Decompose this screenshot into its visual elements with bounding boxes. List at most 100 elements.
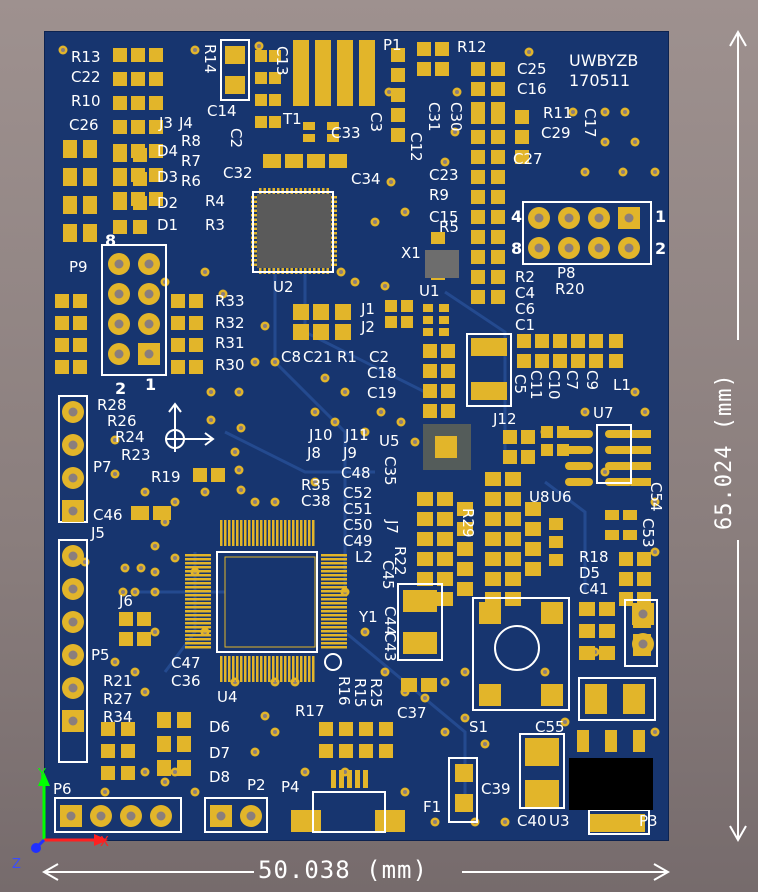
label-d8: D8 [209, 768, 230, 786]
label-c26: C26 [69, 116, 99, 134]
label-r1: R1 [337, 348, 357, 366]
label-j5: J5 [90, 524, 105, 542]
board-width-dimension: 50.038 (mm) [258, 856, 428, 884]
label-p3: P3 [639, 812, 658, 830]
origin-crosshair [165, 402, 215, 452]
label-r31: R31 [215, 334, 245, 352]
label-c6: C6 [515, 300, 535, 318]
label-d4: D4 [157, 142, 178, 160]
label-c39: C39 [481, 780, 511, 798]
c41-outline [624, 599, 658, 667]
x1-crystal-body [425, 250, 459, 278]
label-c47: C47 [171, 654, 201, 672]
label-r27: R27 [103, 690, 133, 708]
label-r5: R5 [439, 218, 459, 236]
pin-mark-p9_2: 2 [115, 379, 126, 398]
label-p2: P2 [247, 776, 266, 794]
label-y1: Y1 [358, 608, 378, 626]
label-c8: C8 [281, 348, 301, 366]
label-j8: J8 [306, 444, 321, 462]
p5-header-outline [58, 539, 88, 763]
s1-outline [472, 597, 570, 711]
label-u4: U4 [217, 688, 238, 706]
p2-header-outline [204, 797, 268, 833]
u3-regulator-body [569, 758, 653, 810]
label-r32: R32 [215, 314, 245, 332]
label-u6: U6 [551, 488, 572, 506]
f1-outline [448, 757, 478, 823]
label-r26: R26 [107, 412, 137, 430]
label-r14-rotated: R14 [201, 44, 219, 74]
label-c36: C36 [171, 672, 201, 690]
label-c48: C48 [341, 464, 371, 482]
label-c37: C37 [397, 704, 427, 722]
label-j10: J10 [308, 426, 333, 444]
label-r21: R21 [103, 672, 133, 690]
label-u7: U7 [593, 404, 614, 422]
pin-mark-p8_2: 2 [655, 239, 666, 258]
label-c25: C25 [517, 60, 547, 78]
label-c9-rotated: C9 [583, 370, 601, 390]
label-r23: R23 [121, 446, 151, 464]
label-r2: R2 [515, 268, 535, 286]
label-r16-rotated: R16 [335, 676, 353, 706]
label-c46: C46 [93, 506, 123, 524]
label-r10: R10 [71, 92, 101, 110]
u4-outline [216, 551, 318, 653]
label-r13: R13 [71, 48, 101, 66]
label-r18: R18 [579, 548, 609, 566]
label-c30-rotated: C30 [447, 102, 465, 132]
label-r17: R17 [295, 702, 325, 720]
label-r24: R24 [115, 428, 145, 446]
label-u2: U2 [273, 278, 294, 296]
label-c33: C33 [331, 124, 361, 142]
label-c52: C52 [343, 484, 373, 502]
p8-header-outline [522, 201, 652, 265]
label-c10-rotated: C10 [545, 370, 563, 400]
pin-mark-p9_8: 8 [105, 231, 116, 250]
label-s1: S1 [469, 718, 488, 736]
axis-y-label: Y [37, 767, 46, 782]
label-r35: R35 [301, 476, 331, 494]
label-c55: C55 [535, 718, 565, 736]
through-hole-pads [60, 207, 654, 827]
label-r12: R12 [457, 38, 487, 56]
label-c51: C51 [343, 500, 373, 518]
c42-outline [578, 677, 656, 721]
label-l2: L2 [355, 548, 373, 566]
axis-indicator [31, 772, 108, 853]
label-p6: P6 [53, 780, 72, 798]
label-c11-rotated: C11 [527, 370, 545, 400]
label-r34: R34 [103, 708, 133, 726]
label-r6: R6 [181, 172, 201, 190]
label-c13-rotated: C13 [273, 46, 291, 76]
label-c15: C15 [429, 208, 459, 226]
label-c4: C4 [515, 284, 535, 302]
pin-mark-p8_1: 1 [655, 207, 666, 226]
label-c41: C41 [579, 580, 609, 598]
label-r4: R4 [205, 192, 225, 210]
label-j12: J12 [492, 410, 517, 428]
label-r25-rotated: R25 [367, 678, 385, 708]
label-d2: D2 [157, 194, 178, 212]
label-j4: J4 [178, 114, 193, 132]
label-p1: P1 [383, 36, 402, 54]
label-c19: C19 [367, 384, 397, 402]
c5-outline [466, 333, 512, 407]
u4-pin1-marker [324, 653, 342, 671]
label-c27: C27 [513, 150, 543, 168]
label-c32: C32 [223, 164, 253, 182]
label-j6: J6 [118, 592, 133, 610]
label-c54-rotated: C54 [647, 482, 665, 512]
r14-outline [220, 39, 250, 101]
label-r33: R33 [215, 292, 245, 310]
axis-z-label: Z [12, 857, 21, 872]
label-c40: C40 [517, 812, 547, 830]
pin-mark-p8_8: 8 [511, 239, 522, 258]
label-c45-rotated: C45 [379, 560, 397, 590]
label-d6: D6 [209, 718, 230, 736]
u5-thermal-pad [435, 436, 457, 458]
label-c14: C14 [207, 102, 237, 120]
label-r9: R9 [429, 186, 449, 204]
